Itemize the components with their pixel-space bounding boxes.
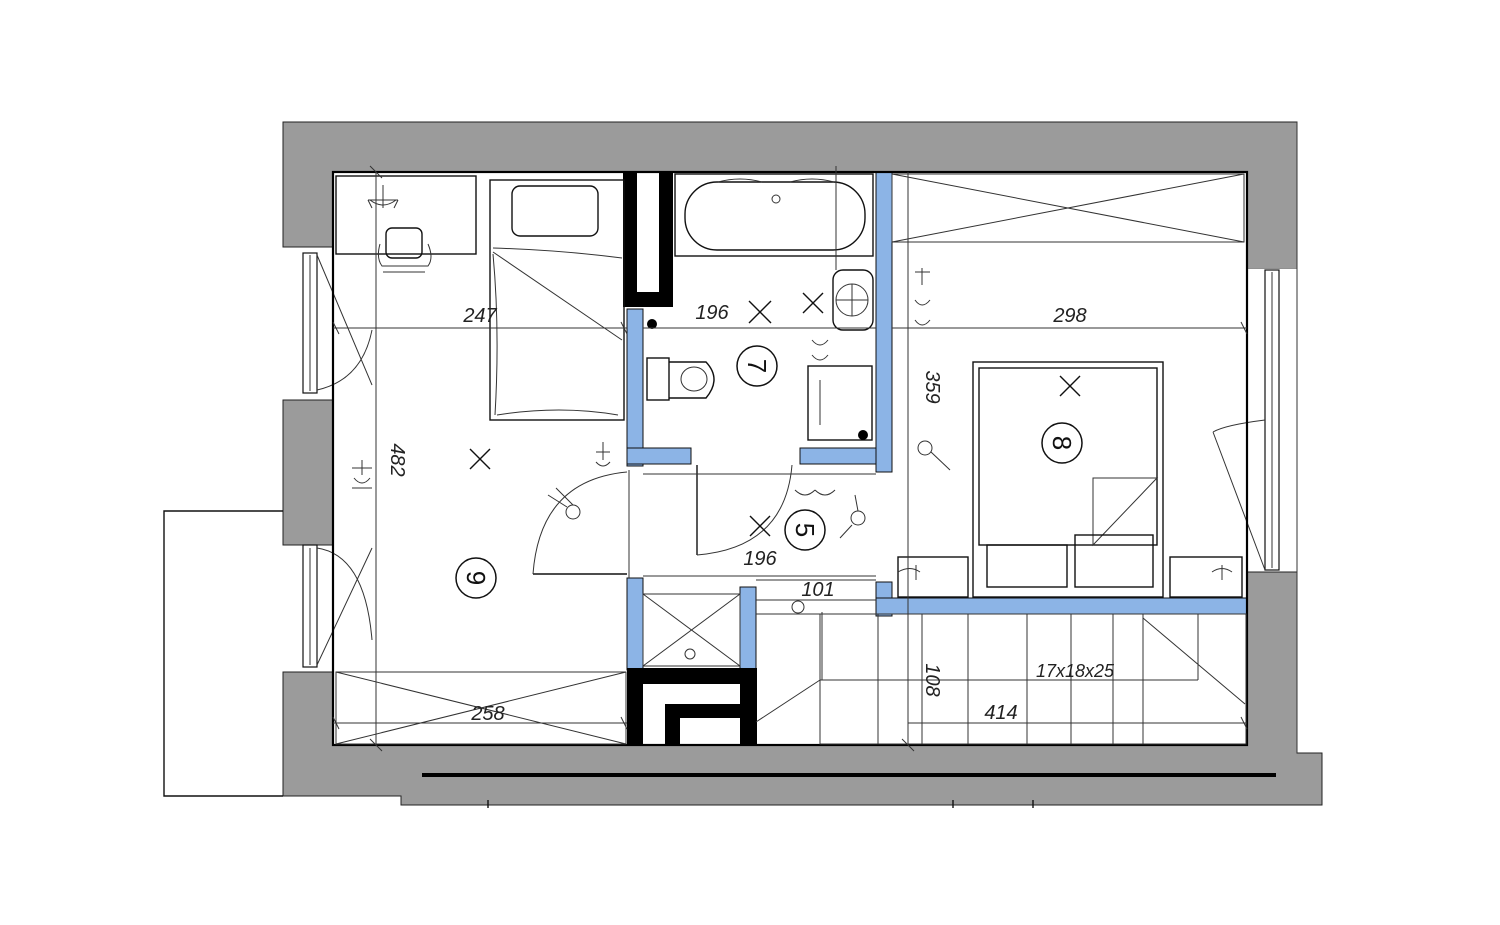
dim-414: 414: [984, 702, 1017, 724]
room-5-label: 5: [784, 509, 826, 551]
outer-walls: [282, 121, 1323, 806]
dim-359: 359: [921, 370, 943, 403]
light-point-room-9: [469, 448, 491, 470]
door-room-5: [696, 464, 793, 556]
room-8-label: 8: [1041, 422, 1083, 464]
bed-single: [489, 179, 625, 421]
window-left-top: [302, 252, 373, 394]
socket-bath: [811, 339, 829, 361]
bathtub: [674, 173, 874, 257]
staircase: [755, 599, 1247, 745]
vanity-cabinet: [807, 365, 873, 441]
wardrobe-room-9: [335, 671, 627, 745]
wardrobe-room-8: [891, 173, 1245, 243]
dim-258: 258: [470, 703, 504, 725]
balcony-outline: [163, 510, 283, 797]
dim-108: 108: [921, 663, 943, 696]
socket-room-9-desk: [369, 199, 397, 206]
dim-196-bath: 196: [695, 302, 729, 324]
dim-101: 101: [801, 579, 834, 601]
window-right: [1212, 269, 1280, 571]
light-point-bath-1: [748, 300, 772, 324]
room-8-number: 8: [1047, 436, 1077, 450]
dimension-lines: [332, 165, 1248, 752]
switch-landing: [791, 600, 805, 614]
dim-247: 247: [462, 305, 497, 327]
switch-room-8: [917, 440, 951, 471]
light-point-room-8: [1059, 375, 1081, 397]
light-point-room-5: [749, 515, 771, 537]
room-5-number: 5: [790, 523, 820, 537]
window-left-bottom: [302, 544, 373, 668]
washbasin: [832, 269, 874, 331]
room-9-label: 9: [455, 557, 497, 599]
stairs-label: 17x18x25: [1036, 661, 1115, 681]
chimney-shaft-top: [623, 172, 673, 307]
dim-196-hall: 196: [743, 548, 777, 570]
chimney-shaft-bottom: [627, 668, 757, 746]
switch-room-9: [547, 487, 581, 520]
door-room-9: [532, 471, 628, 575]
inner-wall-outline: [331, 170, 1249, 747]
switch-room-5: [839, 494, 866, 539]
nightstand-left: [897, 556, 969, 598]
eaves-ticks: [487, 800, 1034, 808]
socket-room-9-wall: [352, 460, 372, 489]
bed-double: [972, 361, 1164, 598]
drain-point-2: [858, 430, 868, 440]
light-point-bath-2: [802, 292, 824, 314]
nightstand-right: [1169, 556, 1243, 598]
switch-shaft: [684, 648, 696, 660]
desk: [335, 175, 477, 255]
socket-room-8-a: [914, 268, 931, 326]
dim-482: 482: [386, 443, 408, 476]
socket-room-8-nightstand-left: [897, 565, 921, 580]
drain-point-1: [647, 319, 657, 329]
partition-walls: [626, 171, 1248, 671]
room-7-number: 7: [742, 359, 772, 373]
room-7-label: 7: [736, 345, 778, 387]
socket-room-9-bed: [595, 442, 611, 467]
socket-room-8-nightstand-right: [1211, 565, 1233, 580]
dim-298: 298: [1052, 305, 1086, 327]
room-9-number: 9: [461, 571, 491, 585]
desk-chair: [377, 227, 432, 273]
service-cupboard: [642, 593, 741, 667]
toilet: [646, 357, 715, 401]
socket-hall: [794, 489, 836, 496]
